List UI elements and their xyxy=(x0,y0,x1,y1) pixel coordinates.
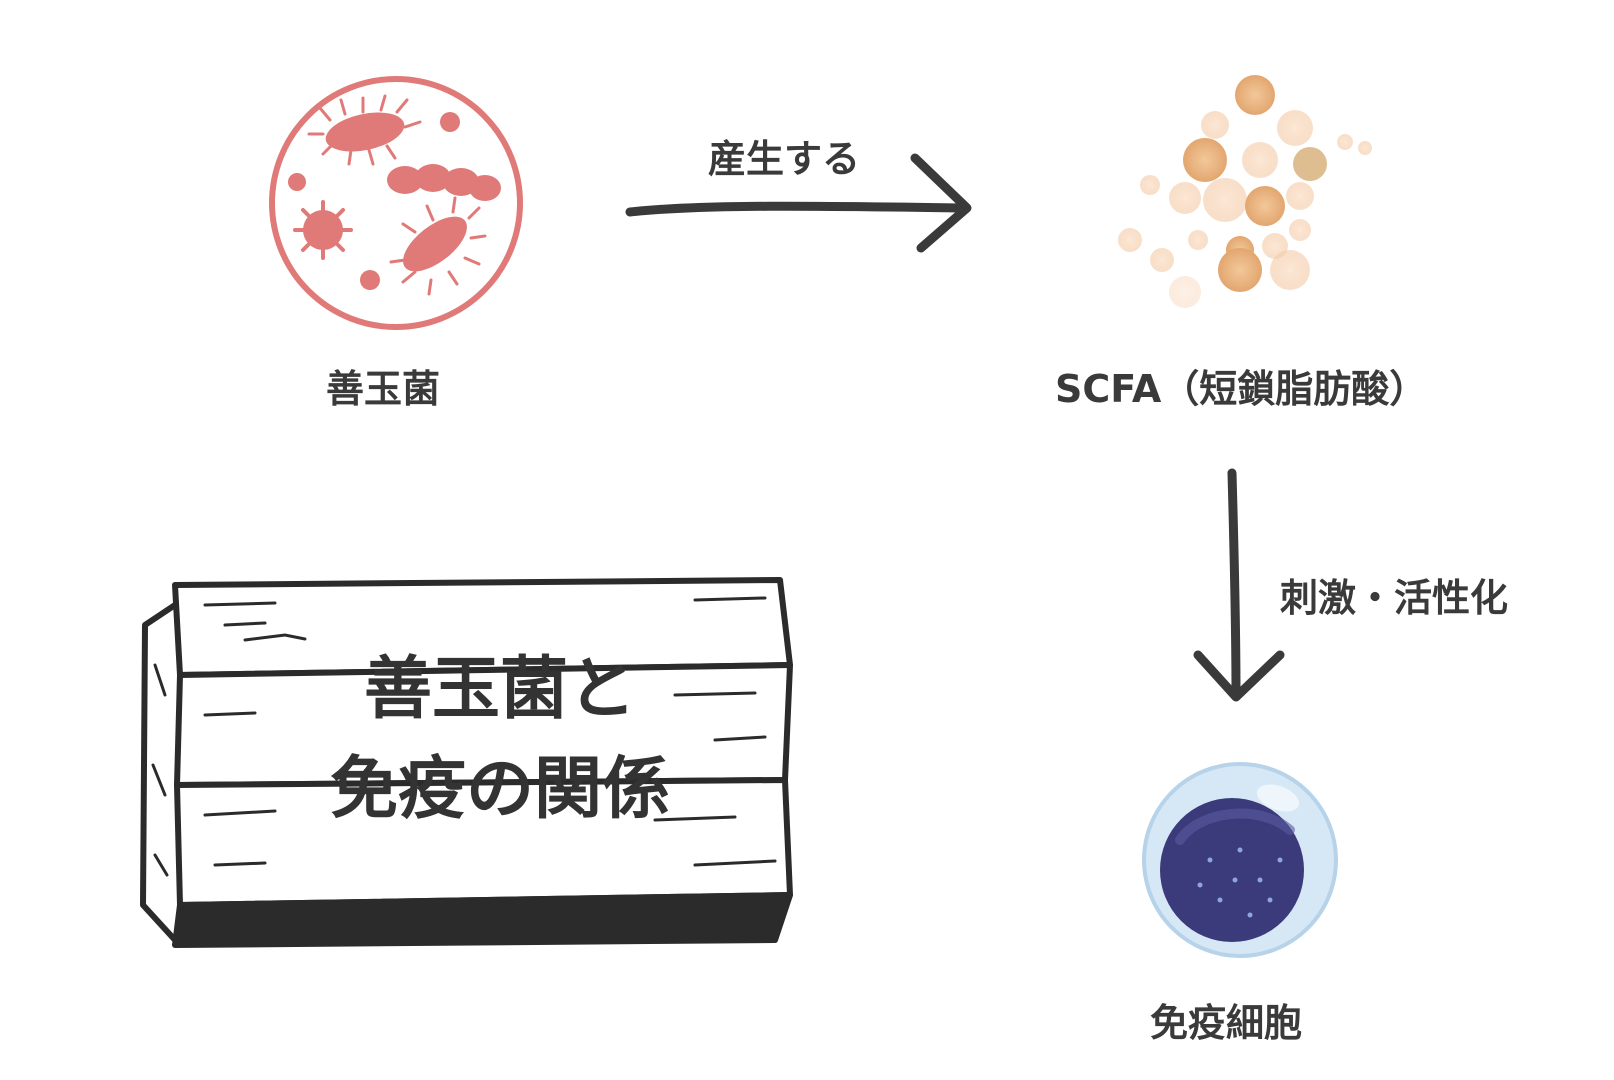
bacteria-icon xyxy=(269,76,523,330)
sign-title-line1: 善玉菌と xyxy=(363,650,636,729)
stimulate-label: 刺激・活性化 xyxy=(1280,576,1509,620)
bacteria-label: 善玉菌 xyxy=(326,367,441,411)
arrow-down xyxy=(1193,468,1285,702)
scfa-label: SCFA（短鎖脂肪酸） xyxy=(1055,367,1428,411)
arrow-right xyxy=(625,153,972,253)
sign-title-line2: 免疫の関係 xyxy=(329,750,670,829)
produce-label: 産生する xyxy=(708,137,861,181)
immune-cell-label: 免疫細胞 xyxy=(1150,1001,1303,1045)
immune-cell-icon xyxy=(1142,762,1338,958)
fatty-acid-particles-icon xyxy=(1118,75,1372,308)
wooden-sign xyxy=(140,577,793,948)
sign-title: 善玉菌と 免疫の関係 xyxy=(290,640,710,840)
